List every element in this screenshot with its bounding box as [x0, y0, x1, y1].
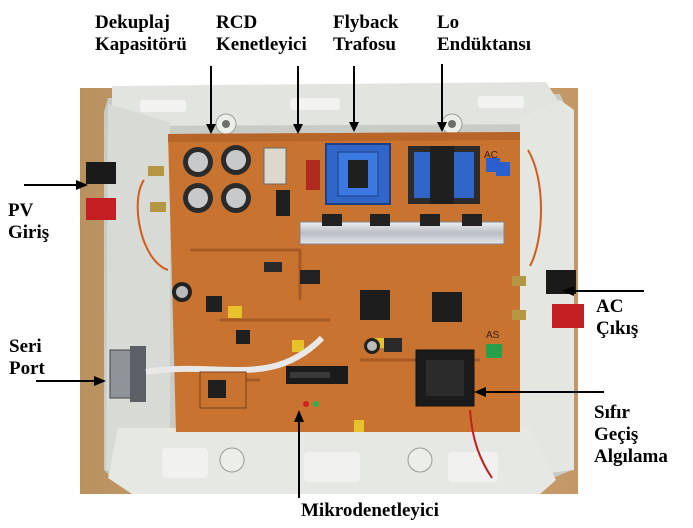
decoupling-capacitors [183, 145, 251, 213]
zero-cross-label-line3: Algılama [594, 446, 668, 467]
rcd-label: RCD Kenetleyici [216, 12, 307, 56]
serial-label-line2: Port [9, 358, 45, 379]
flyback-label: Flyback Trafosu [333, 12, 398, 56]
ac-label-line2: Çıkış [596, 318, 639, 339]
microcontroller [286, 366, 348, 407]
zero-cross-module [415, 349, 475, 407]
as-board-mark: AS [486, 330, 500, 341]
ac-label: AC Çıkış [596, 296, 638, 340]
serial-label-line1: Seri [9, 336, 42, 357]
heat-sink [299, 221, 505, 245]
serial-label: Seri Port [9, 336, 45, 380]
decoupling-label-line1: Dekuplaj [95, 12, 170, 33]
lo-label: Lo Endüktansı [437, 12, 531, 56]
zero-cross-label-line1: Sıfır [594, 402, 630, 423]
power-transistors [322, 214, 482, 226]
decoupling-label: Dekuplaj Kapasitörü [95, 12, 187, 56]
ac-board-mark: AC [484, 150, 498, 161]
annotation-arrows [24, 64, 644, 498]
ac-label-line1: AC [596, 296, 624, 317]
zero-cross-label-line2: Geçiş [594, 424, 639, 445]
lo-label-line1: Lo [437, 12, 460, 33]
mcu-label-line1: Mikrodenetleyici [301, 500, 439, 521]
rcd-clamp [263, 147, 320, 216]
misc-components [172, 162, 510, 432]
rcd-label-line2: Kenetleyici [216, 34, 307, 55]
rcd-label-line1: RCD [216, 12, 258, 33]
pv-label-line1: PV [8, 200, 34, 221]
flyback-label-line1: Flyback [333, 12, 399, 33]
lo-label-line2: Endüktansı [437, 34, 532, 55]
pv-terminals [86, 162, 169, 271]
flyback-transformer [325, 143, 391, 205]
lo-inductor [408, 146, 500, 204]
pv-label-line2: Giriş [8, 222, 50, 243]
decoupling-label-line2: Kapasitörü [95, 34, 187, 55]
zero-cross-label: Sıfır Geçiş Algılama [594, 402, 668, 468]
serial-board [199, 371, 247, 409]
flyback-label-line2: Trafosu [333, 34, 396, 55]
serial-port [109, 335, 325, 402]
pv-label: PV Giriş [8, 200, 49, 244]
mcu-label: Mikrodenetleyici [301, 500, 439, 522]
